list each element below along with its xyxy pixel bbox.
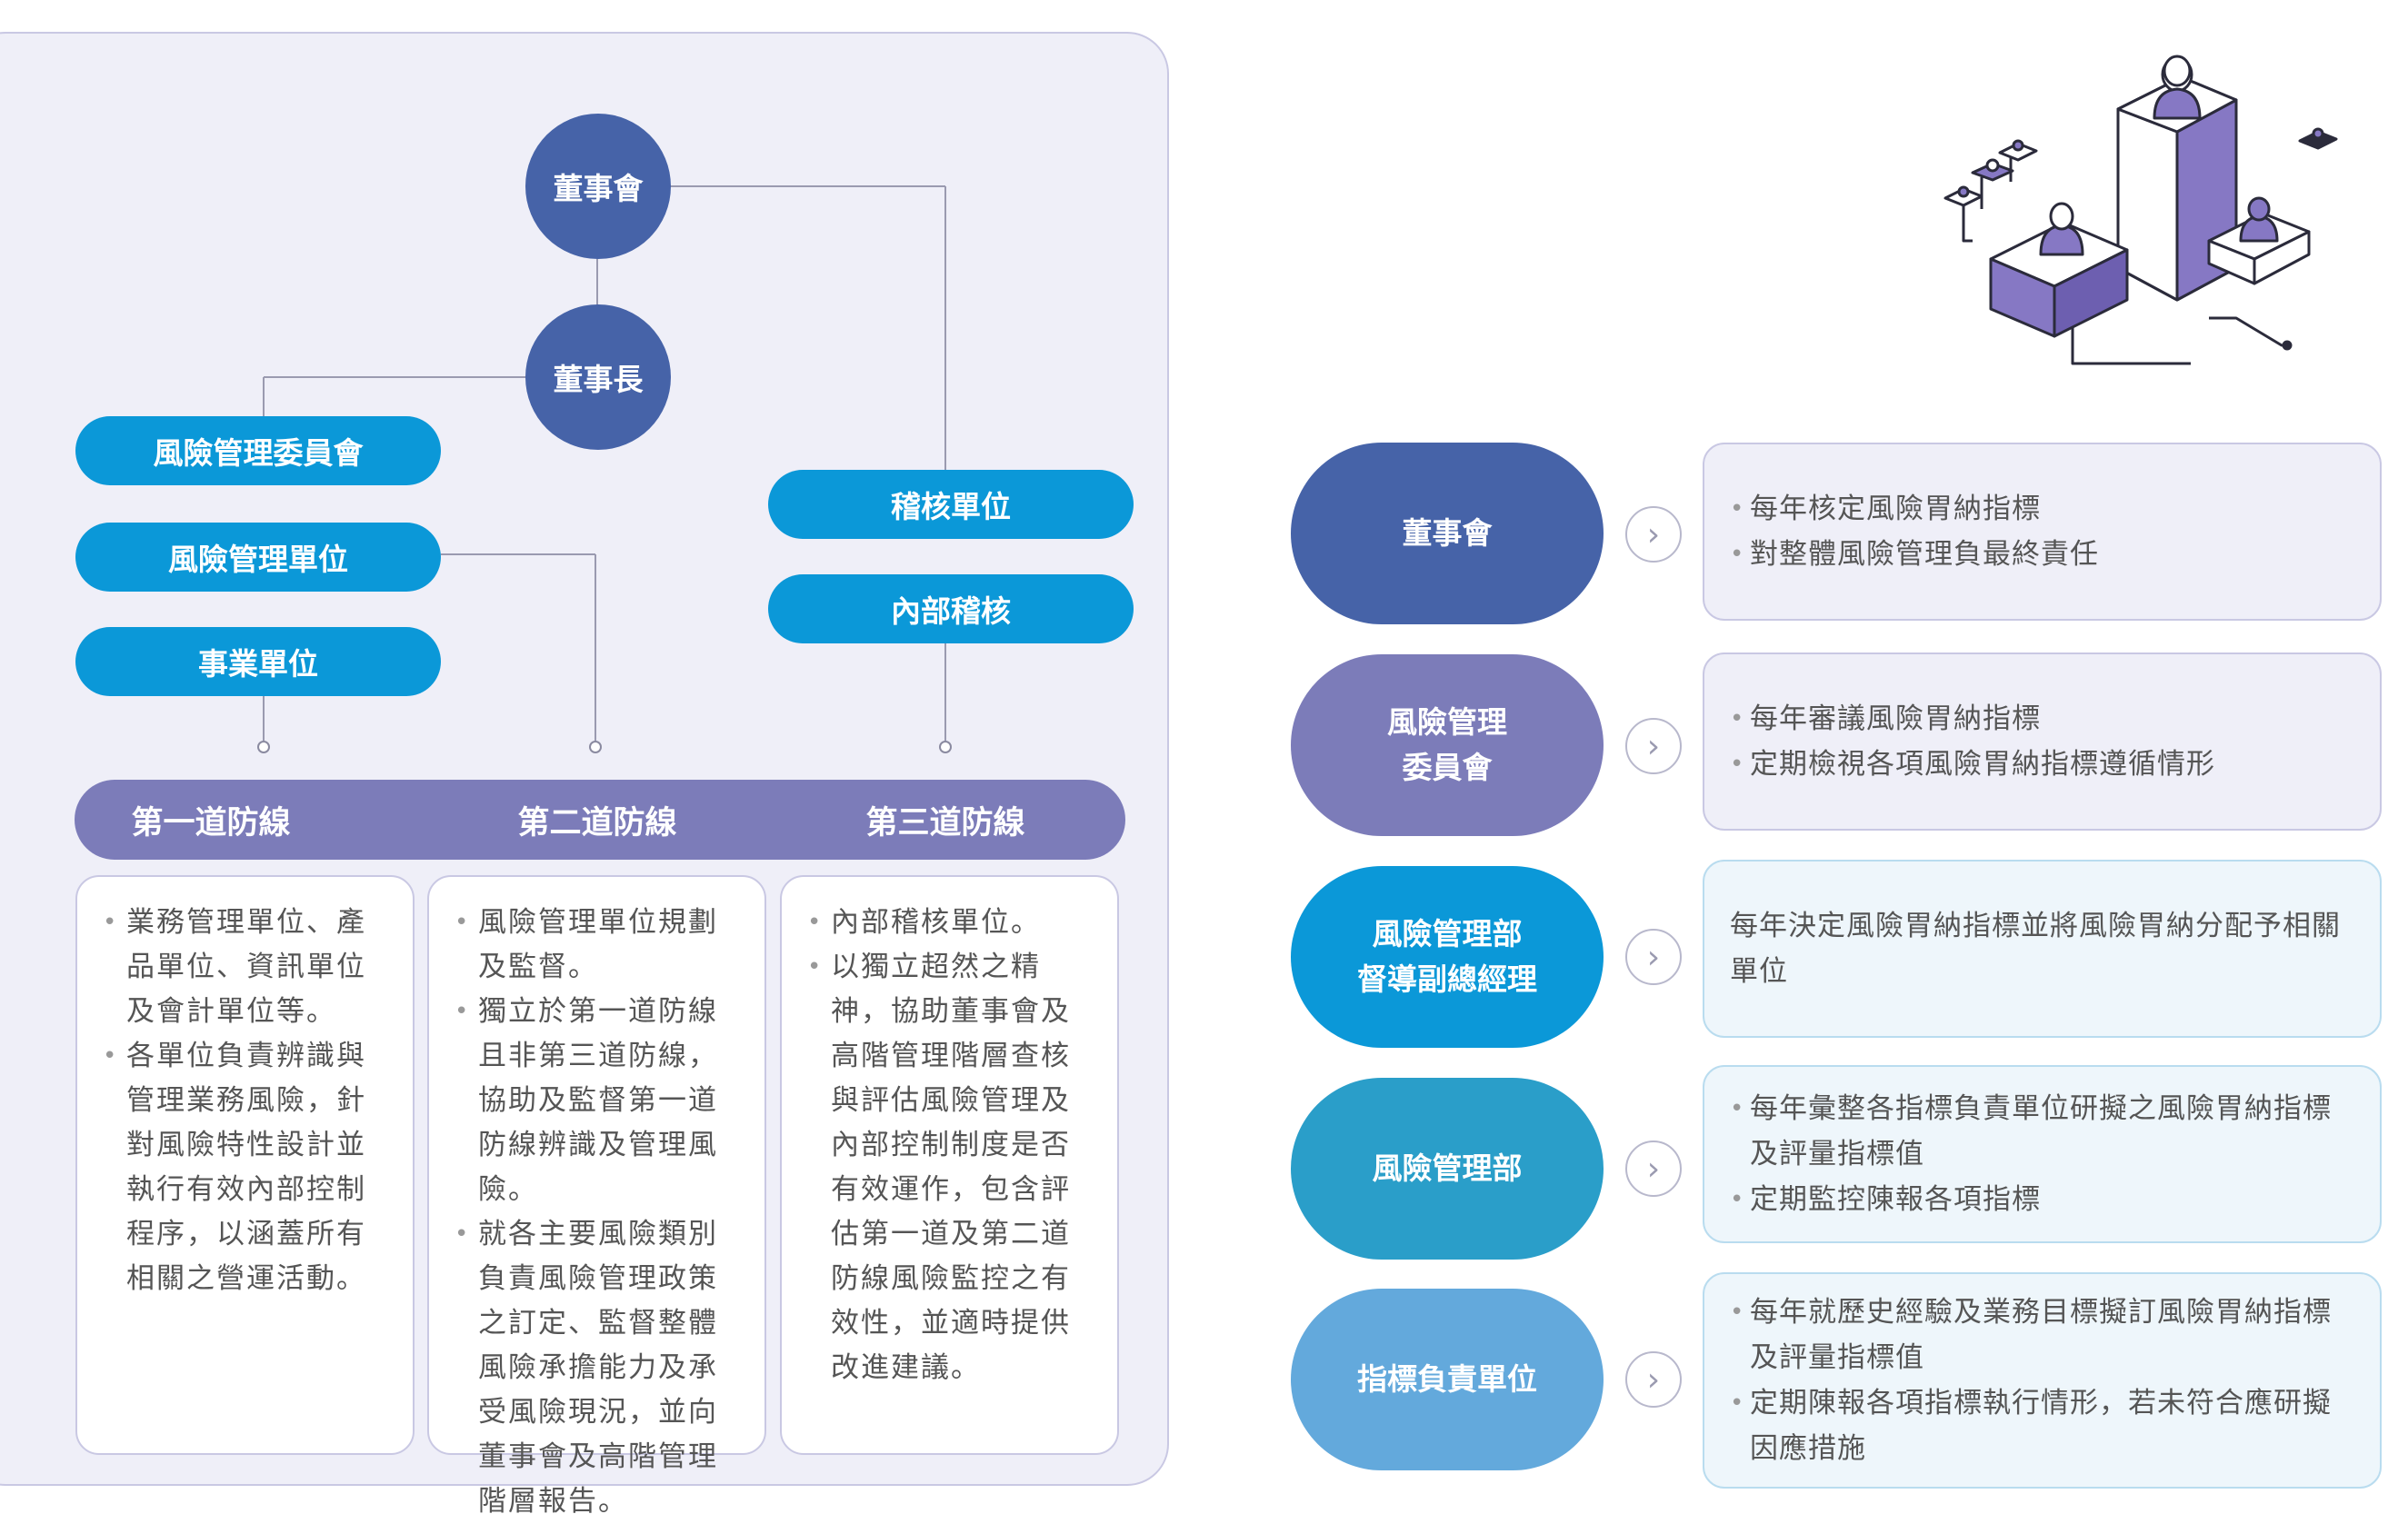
role-indicator-owner: 指標負責單位: [1291, 1289, 1604, 1470]
list-item: 定期監控陳報各項指標: [1730, 1177, 2354, 1222]
list-item: 就各主要風險類別負責風險管理政策之訂定、監督整體風險承擔能力及承受風險現況，並向…: [451, 1212, 743, 1524]
second-line-label: 第二道防線: [517, 804, 677, 842]
risk-department-responsibilities: 每年彙整各指標負責單位研擬之風險胃納指標及評量指標值 定期監控陳報各項指標: [1703, 1065, 2382, 1243]
role-board: 董事會: [1291, 443, 1604, 624]
isometric-people-illustration: [1943, 55, 2338, 365]
list-item: 每年彙整各指標負責單位研擬之風險胃納指標及評量指標值: [1730, 1086, 2354, 1177]
audit-unit-node: 稽核單位: [768, 470, 1134, 539]
risk-unit-node: 風險管理單位: [75, 523, 441, 592]
list-item: 內部稽核單位。: [804, 901, 1095, 945]
role-name-line: 委員會: [1402, 750, 1493, 785]
chevron-right-icon: ›: [1625, 929, 1682, 985]
first-line-description: 業務管理單位、產品單位、資訊單位及會計單位等。 各單位負責辨識與管理業務風險，針…: [75, 875, 415, 1455]
internal-audit-node: 內部稽核: [768, 574, 1134, 643]
list-item: 風險管理單位規劃及監督。: [451, 901, 743, 990]
role-risk-vp: 風險管理部 督導副總經理: [1291, 866, 1604, 1048]
list-item: 以獨立超然之精神，協助董事會及高階管理階層查核與評估風險管理及內部控制制度是否有…: [804, 945, 1095, 1390]
indicator-owner-responsibilities: 每年就歷史經驗及業務目標擬訂風險胃納指標及評量指標值 定期陳報各項指標執行情形，…: [1703, 1272, 2382, 1489]
list-item: 每年審議風險胃納指標: [1730, 696, 2354, 742]
first-line-label: 第一道防線: [131, 804, 291, 842]
org-connector-lines: [257, 185, 952, 753]
board-responsibilities: 每年核定風險胃納指標 對整體風險管理負最終責任: [1703, 443, 2382, 621]
responsibility-text: 每年決定風險胃納指標並將風險胃納分配予相關單位: [1730, 910, 2341, 988]
business-unit-node: 事業單位: [75, 627, 441, 696]
risk-committee-responsibilities: 每年審議風險胃納指標 定期檢視各項風險胃納指標遵循情形: [1703, 652, 2382, 831]
third-line-label: 第三道防線: [865, 804, 1025, 842]
role-name-line: 董事會: [1402, 515, 1493, 551]
chevron-right-icon: ›: [1625, 506, 1682, 563]
list-item: 定期陳報各項指標執行情形，若未符合應研擬因應措施: [1730, 1380, 2354, 1471]
role-name-line: 督導副總經理: [1357, 961, 1537, 997]
list-item: 對整體風險管理負最終責任: [1730, 532, 2354, 577]
chairman-node: 董事長: [525, 304, 671, 450]
role-name-line: 風險管理部: [1372, 1150, 1523, 1186]
third-line-description: 內部稽核單位。 以獨立超然之精神，協助董事會及高階管理階層查核與評估風險管理及內…: [780, 875, 1119, 1455]
list-item: 各單位負責辨識與管理業務風險，針對風險特性設計並執行有效內部控制程序，以涵蓋所有…: [99, 1034, 391, 1301]
role-risk-committee: 風險管理 委員會: [1291, 654, 1604, 836]
lines-of-defense-bar: 第一道防線 第二道防線 第三道防線: [75, 780, 1125, 860]
list-item: 業務管理單位、產品單位、資訊單位及會計單位等。: [99, 901, 391, 1034]
chevron-right-icon: ›: [1625, 1141, 1682, 1197]
role-name-line: 風險管理部: [1372, 916, 1523, 951]
role-risk-department: 風險管理部: [1291, 1078, 1604, 1260]
list-item: 每年就歷史經驗及業務目標擬訂風險胃納指標及評量指標值: [1730, 1290, 2354, 1380]
chevron-right-icon: ›: [1625, 1351, 1682, 1408]
list-item: 獨立於第一道防線且非第三道防線，協助及監督第一道防線辨識及管理風險。: [451, 990, 743, 1212]
risk-vp-responsibilities: 每年決定風險胃納指標並將風險胃納分配予相關單位: [1703, 860, 2382, 1038]
risk-committee-node: 風險管理委員會: [75, 416, 441, 485]
list-item: 每年核定風險胃納指標: [1730, 486, 2354, 532]
role-name-line: 指標負責單位: [1357, 1361, 1537, 1397]
second-line-description: 風險管理單位規劃及監督。 獨立於第一道防線且非第三道防線，協助及監督第一道防線辨…: [427, 875, 766, 1518]
board-node: 董事會: [525, 114, 671, 259]
chevron-right-icon: ›: [1625, 718, 1682, 774]
role-name-line: 風險管理: [1387, 704, 1507, 740]
list-item: 定期檢視各項風險胃納指標遵循情形: [1730, 742, 2354, 787]
